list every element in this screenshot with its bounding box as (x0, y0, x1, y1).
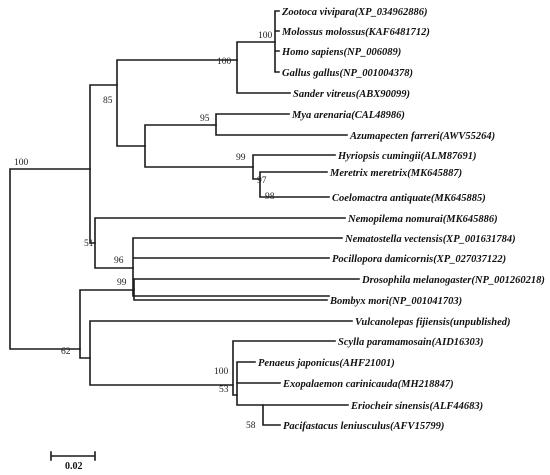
taxon-label: Hyriopsis cumingii(ALM87691) (337, 151, 477, 162)
bootstrap-value: 100 (258, 31, 273, 41)
taxon-label: Pocillopora damicornis(XP_027037122) (332, 254, 506, 265)
taxon-label: Eriocheir sinensis(ALF44683) (350, 401, 483, 412)
bootstrap-value: 85 (103, 96, 113, 106)
bootstrap-value: 100 (217, 57, 232, 67)
taxon-label: Penaeus japonicus(AHF21001) (258, 358, 395, 369)
taxon-label: Drosophila melanogaster(NP_001260218) (361, 275, 545, 286)
bootstrap-value: 100 (14, 158, 29, 168)
branch-cnidaria (94, 217, 346, 269)
bootstrap-value: 98 (265, 192, 275, 202)
bootstrap-value: 97 (257, 176, 267, 186)
bootstrap-value: 62 (61, 347, 71, 357)
branch-eriocheir-pacifastacus (262, 404, 349, 426)
branch-insects (133, 278, 360, 301)
taxon-label: Meretrix meretrix(MK645887) (329, 168, 462, 179)
branch-arthropoda (79, 289, 135, 359)
taxon-label: Zootoca vivipara(XP_034962886) (281, 7, 428, 18)
taxon-labels: Zootoca vivipara(XP_034962886) Molossus … (258, 7, 545, 432)
branch-crustacea (89, 320, 353, 386)
bootstrap-value: 99 (117, 278, 127, 288)
branch-root (9, 168, 91, 350)
scale-bar-label: 0.02 (65, 461, 83, 472)
taxon-label: Sander vitreus(ABX90099) (293, 89, 410, 100)
taxon-label: Homo sapiens(NP_006089) (281, 47, 401, 58)
tree-branches (9, 10, 360, 426)
taxon-label: Scylla paramamosain(AID16303) (338, 337, 484, 348)
taxon-label: Gallus gallus(NP_001004378) (282, 68, 413, 79)
branch-vertebrate-crown (274, 10, 280, 73)
taxon-label: Mya arenaria(CAL48986) (291, 110, 405, 121)
branch-vertebrates (236, 41, 291, 94)
bootstrap-values: 100 100 85 95 99 97 98 100 51 96 99 62 1… (14, 31, 275, 431)
branch-scallop-clam (215, 113, 348, 136)
bootstrap-value: 95 (200, 114, 210, 124)
taxon-label: Bombyx mori(NP_001041703) (329, 296, 462, 307)
scale-bar-line (50, 451, 96, 461)
branch-n3 (116, 59, 238, 147)
branch-n2 (89, 84, 118, 244)
bootstrap-value: 96 (114, 256, 124, 266)
bootstrap-value: 51 (84, 239, 94, 249)
bootstrap-value: 53 (219, 385, 229, 395)
taxon-label: Molossus molossus(KAF6481712) (281, 27, 430, 38)
branch-anthozoa (132, 237, 343, 297)
branch-mollusca (144, 124, 254, 168)
taxon-label: Azumapecten farreri(AWV55264) (349, 131, 495, 142)
taxon-label: Coelomactra antiquate(MK645885) (332, 193, 486, 204)
bootstrap-value: 58 (246, 421, 256, 431)
taxon-label: Pacifastacus leniusculus(AFV15799) (283, 421, 444, 432)
taxon-label: Nematostella vectensis(XP_001631784) (344, 234, 516, 245)
scale-bar: 0.02 (50, 451, 96, 472)
branch-meretrix-coelomactra (259, 171, 330, 198)
bootstrap-value: 100 (214, 367, 229, 377)
bootstrap-value: 99 (236, 153, 246, 163)
branch-freshwater-mussel-group (252, 154, 336, 180)
taxon-label: Vulcanolepas fijiensis(unpublished) (355, 317, 511, 328)
taxon-label: Exopalaemon carinicauda(MH218847) (282, 379, 454, 390)
taxon-label: Nemopilema nomurai(MK645886) (347, 214, 498, 225)
